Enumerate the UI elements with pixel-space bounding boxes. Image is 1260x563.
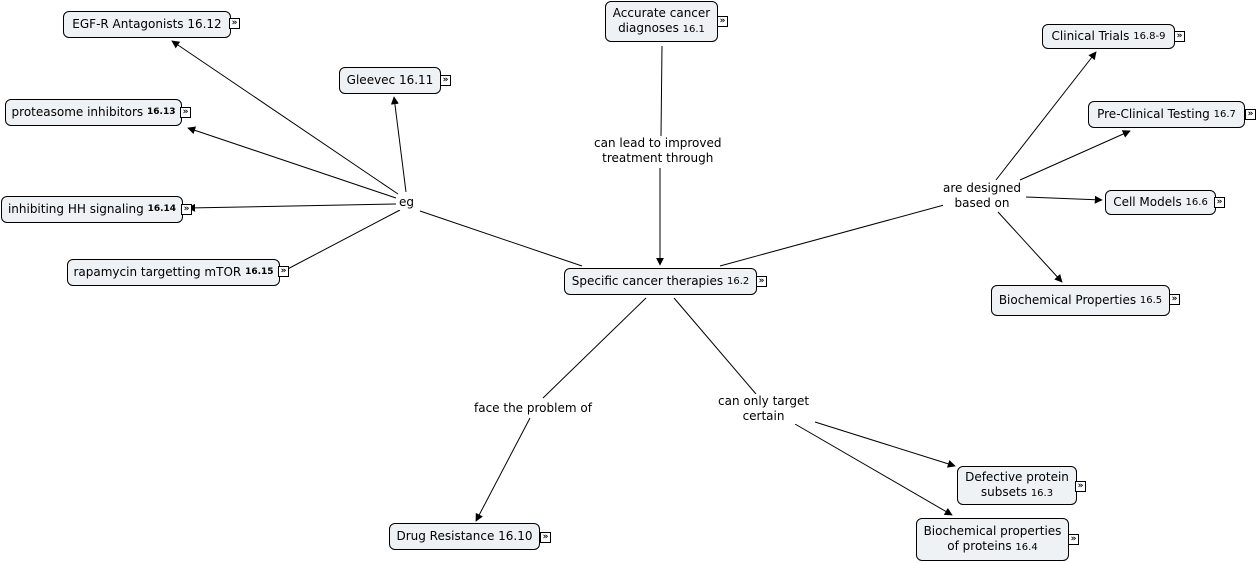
concept-pre-clinical-testing[interactable]: Pre-Clinical Testing 16.7 [1088, 101, 1245, 128]
concept-number: 16.5 [1139, 295, 1163, 306]
concept-gleevec[interactable]: Gleevec 16.11 [339, 67, 441, 94]
concept-number: 16.8-9 [1133, 31, 1166, 42]
link-line1: can only target [718, 394, 810, 408]
concept-label-line1: Accurate cancer [612, 6, 711, 20]
concept-clinical-trials[interactable]: Clinical Trials 16.8-9 [1042, 24, 1175, 49]
concept-label-line1: Defective protein [965, 470, 1069, 484]
concept-number: 16.15 [245, 267, 274, 277]
expand-icon[interactable]: » [1169, 294, 1180, 305]
concept-label-line2: subsets [980, 485, 1027, 499]
concept-label: Pre-Clinical Testing [1097, 107, 1210, 121]
expand-icon[interactable]: » [278, 266, 289, 277]
expand-icon[interactable]: » [1214, 197, 1225, 208]
concept-label: rapamycin targetting mTOR [73, 265, 242, 279]
concept-cell-models[interactable]: Cell Models 16.6 [1105, 190, 1216, 215]
concept-label: Drug Resistance 16.10 [396, 529, 533, 543]
concept-label: Biochemical Properties [998, 293, 1137, 307]
concept-label-line2: of proteins [947, 539, 1012, 553]
concept-label: proteasome inhibitors [11, 105, 144, 119]
concept-biochemical-properties[interactable]: Biochemical Properties 16.5 [991, 285, 1170, 316]
expand-icon[interactable]: » [1068, 534, 1079, 545]
link-line1: can lead to improved [594, 136, 722, 150]
concept-number: 16.1 [682, 24, 705, 35]
expand-icon[interactable]: » [181, 204, 192, 215]
concept-label-line2: diagnoses [618, 21, 679, 35]
link-can-lead-to-improved[interactable]: can lead to improved treatment through [594, 136, 722, 166]
expand-icon[interactable]: » [1245, 109, 1256, 120]
expand-icon[interactable]: » [440, 75, 451, 86]
concept-inhibiting-hh-signaling[interactable]: inhibiting HH signaling 16.14 [1, 196, 183, 223]
concept-label: Specific cancer therapies [571, 274, 724, 288]
concept-label-line1: Biochemical properties [923, 524, 1062, 538]
link-face-the-problem-of[interactable]: face the problem of [474, 401, 592, 416]
expand-icon[interactable]: » [717, 16, 728, 27]
concept-accurate-cancer-diagnoses[interactable]: Accurate cancer diagnoses 16.1 [605, 1, 718, 42]
link-line1: are designed [943, 181, 1022, 195]
concept-biochemical-properties-of-proteins[interactable]: Biochemical properties of proteins 16.4 [916, 518, 1069, 561]
concept-defective-protein-subsets[interactable]: Defective protein subsets 16.3 [957, 466, 1077, 505]
link-line2: certain [742, 409, 785, 423]
link-line2: treatment through [602, 151, 714, 165]
concept-label: Gleevec 16.11 [346, 73, 434, 87]
concept-proteasome-inhibitors[interactable]: proteasome inhibitors 16.13 [5, 99, 182, 126]
link-line2: based on [954, 196, 1010, 210]
concept-number: 16.6 [1185, 197, 1208, 208]
expand-icon[interactable]: » [180, 107, 191, 118]
concept-label: Cell Models [1113, 195, 1182, 209]
concept-drug-resistance[interactable]: Drug Resistance 16.10 [389, 523, 540, 550]
concept-number: 16.2 [726, 276, 750, 287]
concept-number: 16.14 [147, 204, 177, 214]
concept-number: 16.3 [1030, 488, 1054, 499]
expand-icon[interactable]: » [1174, 31, 1185, 42]
expand-icon[interactable]: » [1075, 481, 1086, 492]
concept-number: 16.7 [1213, 109, 1236, 120]
concept-egfr-antagonists[interactable]: EGF-R Antagonists 16.12 [63, 11, 231, 38]
expand-icon[interactable]: » [229, 18, 240, 29]
expand-icon[interactable]: » [540, 532, 551, 543]
link-can-only-target-certain[interactable]: can only target certain [718, 394, 810, 424]
concept-specific-cancer-therapies[interactable]: Specific cancer therapies 16.2 [564, 268, 757, 295]
concept-label: inhibiting HH signaling [7, 202, 144, 216]
expand-icon[interactable]: » [756, 276, 767, 287]
concept-label: Clinical Trials [1051, 29, 1130, 43]
link-are-designed-based-on[interactable]: are designed based on [943, 181, 1022, 211]
link-eg[interactable]: eg [399, 195, 414, 210]
concept-number: 16.4 [1015, 542, 1038, 553]
concept-rapamycin[interactable]: rapamycin targetting mTOR 16.15 [67, 259, 280, 286]
concept-label: EGF-R Antagonists 16.12 [72, 17, 222, 31]
concept-number: 16.13 [147, 107, 176, 117]
